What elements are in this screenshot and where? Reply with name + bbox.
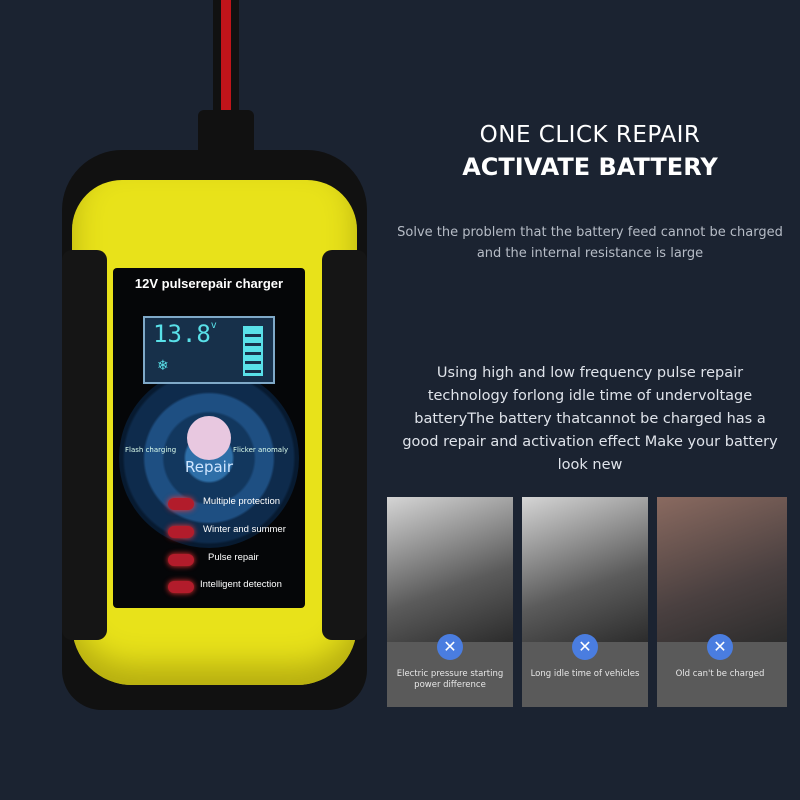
feature-item: Intelligent detection bbox=[200, 579, 282, 590]
repair-label: Repair bbox=[184, 458, 234, 476]
right-grip bbox=[322, 250, 367, 640]
x-icon: ✕ bbox=[437, 634, 463, 660]
problem-card: ✕ Electric pressure starting power diffe… bbox=[387, 497, 513, 707]
problem-caption: Old can't be charged bbox=[675, 669, 765, 679]
voltage-readout: 13.8v bbox=[153, 320, 217, 348]
car-photo bbox=[387, 497, 513, 642]
problem-caption: Long idle time of vehicles bbox=[530, 669, 640, 679]
feature-item: Pulse repair bbox=[208, 552, 259, 563]
charger-front-panel: 12V pulserepair charger 13.8v ❄ Flash ch… bbox=[113, 268, 305, 608]
problem-card: ✕ Long idle time of vehicles bbox=[522, 497, 648, 707]
description-short: Solve the problem that the battery feed … bbox=[397, 225, 783, 261]
headline-line2: ACTIVATE BATTERY bbox=[462, 153, 718, 181]
voltage-unit: v bbox=[210, 320, 217, 331]
feature-item: Winter and summer bbox=[203, 524, 286, 535]
feature-item: Multiple protection bbox=[203, 496, 281, 507]
power-cable bbox=[213, 0, 239, 120]
problem-caption: Electric pressure starting power differe… bbox=[396, 669, 504, 690]
scooter-photo bbox=[522, 497, 648, 642]
pulse-icon bbox=[168, 554, 194, 566]
voltage-value: 13.8 bbox=[153, 320, 211, 348]
left-grip bbox=[62, 250, 107, 640]
description-long: Using high and low frequency pulse repai… bbox=[402, 365, 778, 473]
flash-charging-label: Flash charging bbox=[125, 446, 177, 454]
temperature-icon bbox=[168, 526, 194, 538]
repair-button bbox=[187, 416, 231, 460]
problem-card: ✕ Old can't be charged bbox=[657, 497, 787, 707]
headline-line1: ONE CLICK REPAIR bbox=[479, 122, 701, 148]
charger-title: 12V pulserepair charger bbox=[134, 276, 284, 291]
lcd-display: 13.8v ❄ bbox=[143, 316, 275, 384]
battery-photo bbox=[657, 497, 787, 642]
snowflake-icon: ❄ bbox=[157, 358, 169, 374]
x-icon: ✕ bbox=[707, 634, 733, 660]
flicker-anomaly-label: Flicker anomaly bbox=[233, 446, 289, 454]
detection-icon bbox=[168, 581, 194, 593]
protection-icon bbox=[168, 498, 194, 510]
x-icon: ✕ bbox=[572, 634, 598, 660]
battery-icon bbox=[243, 326, 263, 376]
